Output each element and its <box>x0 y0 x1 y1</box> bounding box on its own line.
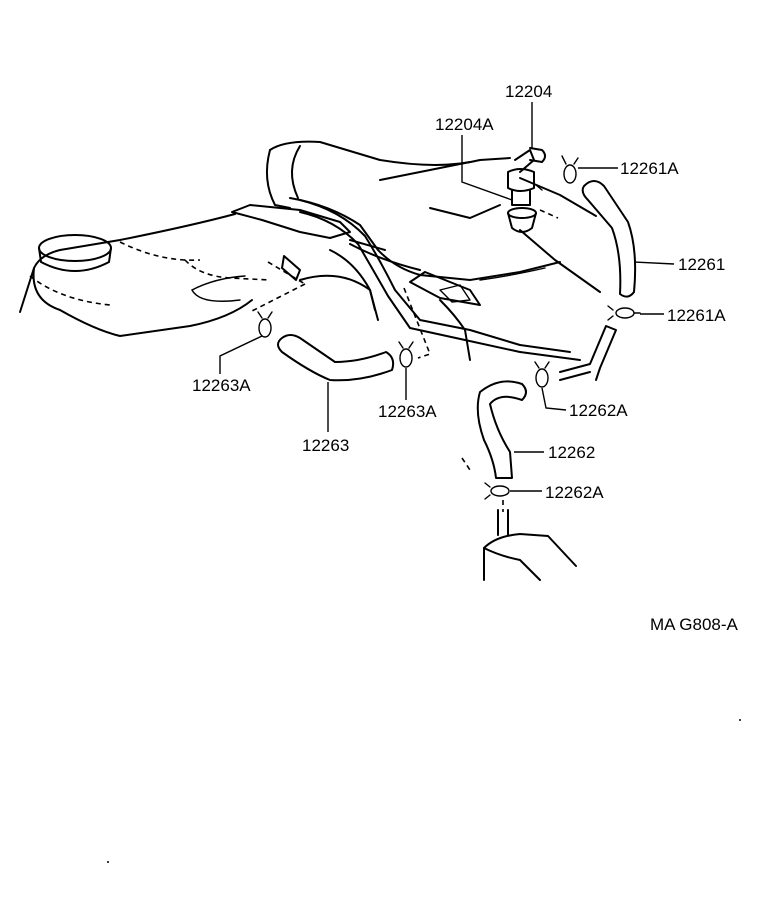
label-12261A-mid: 12261A <box>667 306 726 325</box>
clamp-12261A-top <box>561 155 579 184</box>
label-12263A-right: 12263A <box>378 402 437 421</box>
lower-canister <box>461 457 577 581</box>
label-12263: 12263 <box>302 436 349 455</box>
clamp-12261A-mid <box>607 305 641 321</box>
hose-12262 <box>476 380 527 479</box>
clamp-12262A-top <box>534 361 550 388</box>
hose-fitting-left <box>281 255 301 281</box>
figure-code: MA G808-A <box>650 615 739 634</box>
label-12263A-left: 12263A <box>192 376 251 395</box>
air-intake-assembly <box>231 140 601 361</box>
label-12204A: 12204A <box>435 115 494 134</box>
clamp-12263A-right <box>398 341 414 368</box>
label-12261A-top: 12261A <box>620 159 679 178</box>
vacuum-switching-valve <box>507 147 546 233</box>
label-12261: 12261 <box>678 255 725 274</box>
pipe-stub-right <box>559 325 617 381</box>
leader-lines <box>219 102 675 492</box>
hose-12261 <box>581 180 637 298</box>
clamp-12262A-bottom <box>484 482 510 500</box>
label-12262: 12262 <box>548 443 595 462</box>
hose-12263 <box>277 334 395 382</box>
label-12262A-bottom: 12262A <box>545 483 604 502</box>
clamp-12263A-left <box>257 311 273 338</box>
reserve-tank <box>19 213 271 337</box>
label-12204: 12204 <box>505 82 552 101</box>
label-12262A-top: 12262A <box>569 401 628 420</box>
